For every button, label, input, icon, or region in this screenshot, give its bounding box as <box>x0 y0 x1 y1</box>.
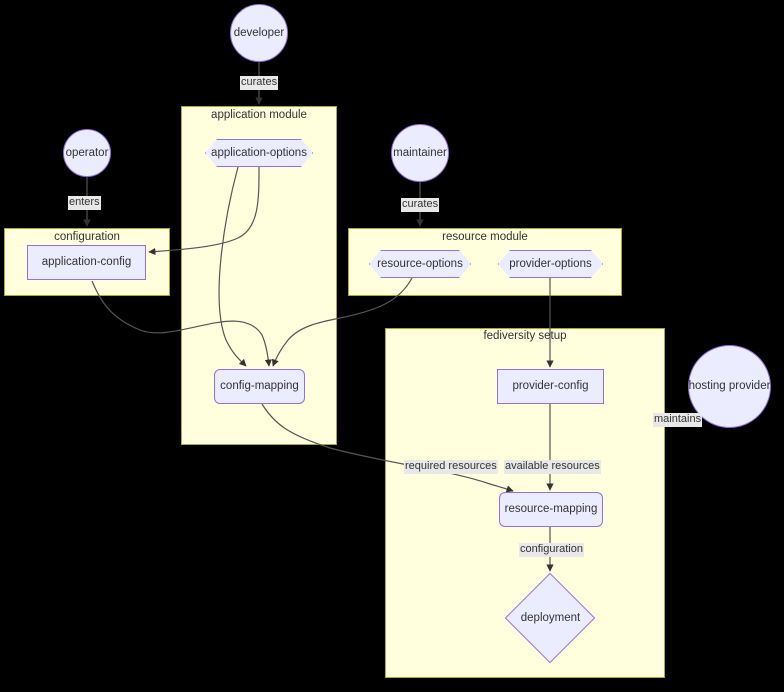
node-label-deployment: deployment <box>520 612 581 624</box>
edge-label-enters-operator: enters <box>68 196 101 210</box>
edge-label-configuration: configuration <box>519 543 584 557</box>
node-label-hosting-provider: hosting provider <box>688 380 771 393</box>
node-label-provider-options: provider-options <box>509 257 592 270</box>
node-operator[interactable]: operator <box>63 129 111 177</box>
node-label-provider-config: provider-config <box>512 380 589 393</box>
edge-label-curates-developer: curates <box>240 76 279 90</box>
edge-label-curates-maintainer: curates <box>401 198 440 212</box>
node-label-application-config: application-config <box>41 256 132 269</box>
node-label-maintainer: maintainer <box>393 146 447 159</box>
node-resource-mapping[interactable]: resource-mapping <box>499 492 603 527</box>
node-application-config[interactable]: application-config <box>27 245 146 280</box>
cluster-title-fediversity-setup: fediversity setup <box>483 330 567 342</box>
node-label-operator: operator <box>65 146 109 159</box>
cluster-title-resource-module: resource module <box>442 231 528 243</box>
node-provider-config[interactable]: provider-config <box>497 369 604 404</box>
edge-label-required-resources: required resources <box>404 460 498 474</box>
node-application-options[interactable]: application-options <box>205 139 313 167</box>
node-label-resource-mapping: resource-mapping <box>504 503 598 516</box>
node-provider-options[interactable]: provider-options <box>498 250 603 278</box>
cluster-title-application-module: application module <box>211 109 307 121</box>
node-resource-options[interactable]: resource-options <box>369 250 471 278</box>
node-config-mapping[interactable]: config-mapping <box>214 369 305 404</box>
node-label-config-mapping: config-mapping <box>220 380 299 393</box>
edge-label-maintains: maintains <box>653 413 703 427</box>
node-label-application-options: application-options <box>211 146 307 159</box>
cluster-title-configuration: configuration <box>54 231 120 243</box>
node-label-resource-options: resource-options <box>377 257 463 270</box>
edge-label-available-resources: available resources <box>504 460 601 474</box>
node-label-developer: developer <box>233 26 285 39</box>
node-developer[interactable]: developer <box>230 4 288 62</box>
node-maintainer[interactable]: maintainer <box>391 124 449 182</box>
